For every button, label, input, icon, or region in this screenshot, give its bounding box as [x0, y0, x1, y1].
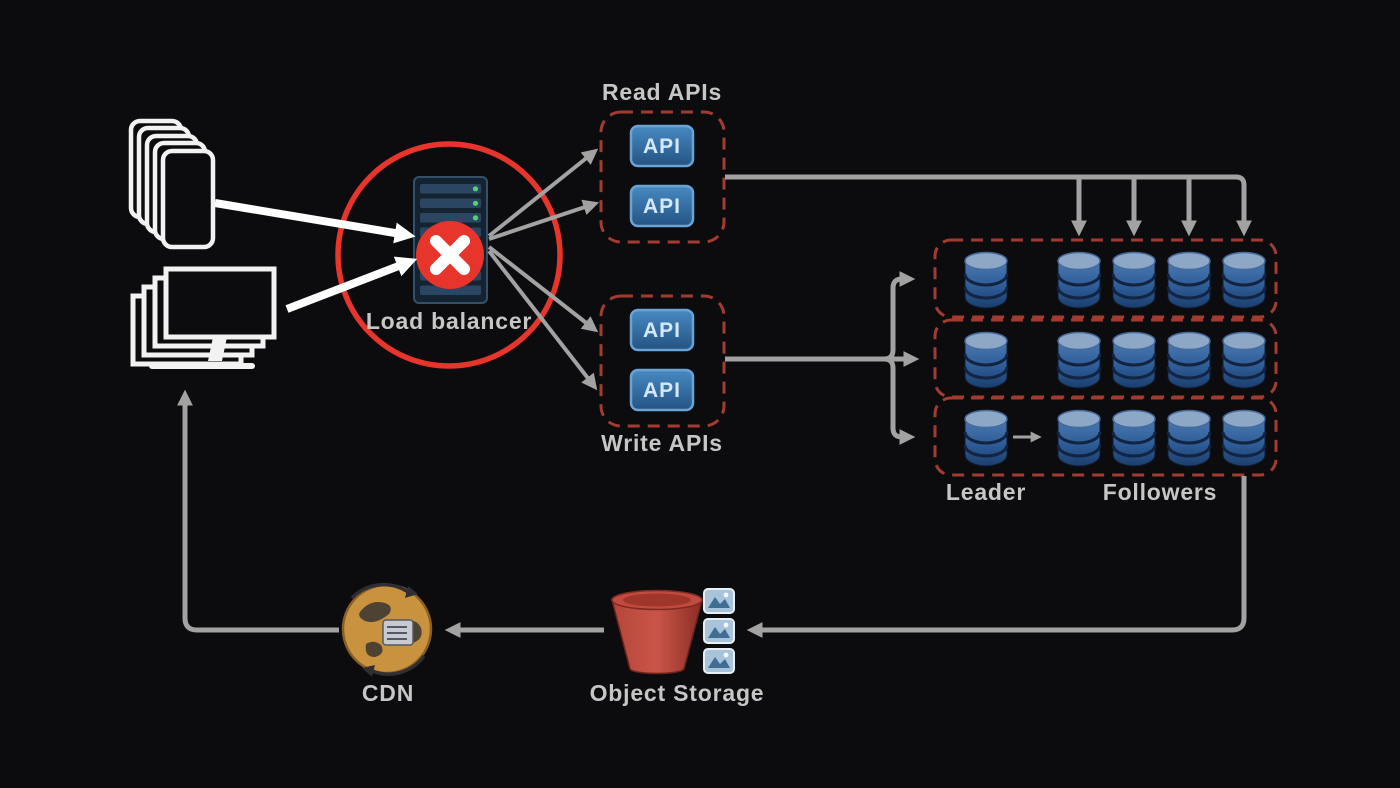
arrow-lb-to-write-api-2	[487, 249, 598, 391]
write-apis-label: Write APIs	[601, 430, 723, 456]
database-cylinder-icon	[963, 409, 1009, 467]
api-node: API	[629, 368, 695, 412]
database-cylinder-icon	[1111, 251, 1157, 309]
image-thumbnail-icon	[703, 618, 735, 644]
monitor-outline	[163, 266, 277, 340]
followers-label: Followers	[1103, 479, 1218, 505]
api-node: API	[629, 124, 695, 168]
write-api-group-border	[599, 294, 726, 428]
image-thumbnail-icon	[703, 648, 735, 674]
database-cylinder-icon	[1166, 409, 1212, 467]
replica-row-border	[933, 396, 1278, 477]
api-node-label: API	[643, 319, 681, 342]
read-api-group: Read APIs API API	[599, 79, 726, 244]
client-phones-icon	[128, 118, 216, 250]
api-node-label: API	[643, 135, 681, 158]
api-node: API	[629, 184, 695, 228]
arrow-write-apis-to-row1-leader	[883, 271, 916, 362]
client-monitors-icon	[130, 266, 277, 369]
replica-row-border	[933, 318, 1278, 399]
connectors	[177, 148, 1252, 638]
database-cylinder-icon	[1056, 409, 1102, 467]
arrow-databases-to-object-storage	[746, 476, 1247, 638]
arrow-phones-to-load-balancer	[214, 199, 416, 244]
database-cylinder-icon	[963, 251, 1009, 309]
arrow-cdn-to-clients	[177, 389, 339, 633]
write-api-group: API API Write APIs	[599, 294, 726, 456]
arrow-lb-to-read-api-2	[488, 199, 600, 241]
read-api-group-border	[599, 110, 726, 244]
database-cylinder-icon	[963, 331, 1009, 389]
object-storage-label: Object Storage	[590, 680, 765, 706]
failure-highlight-ring	[335, 141, 563, 369]
leader-label: Leader	[946, 479, 1026, 505]
phone-outline	[160, 148, 216, 250]
database-cylinder-icon	[1221, 251, 1267, 309]
load-balancer-node: Load balancer	[335, 141, 563, 369]
globe-cdn-icon	[341, 582, 433, 677]
load-balancer-label: Load balancer	[366, 308, 532, 334]
database-cluster: Leader Followers	[933, 238, 1278, 505]
image-thumbnail-icon	[703, 588, 735, 614]
cdn-label: CDN	[362, 680, 414, 706]
database-cylinder-icon	[1221, 331, 1267, 389]
database-cylinder-icon	[1221, 409, 1267, 467]
database-cylinder-icon	[1056, 251, 1102, 309]
object-storage-node: Object Storage	[590, 588, 765, 706]
error-x-icon	[416, 221, 484, 289]
read-apis-label: Read APIs	[602, 79, 722, 105]
database-cylinder-icon	[1056, 331, 1102, 389]
api-node: API	[629, 308, 695, 352]
arrow-read-apis-to-follower-4	[725, 174, 1252, 237]
api-node-label: API	[643, 379, 681, 402]
database-cylinder-icon	[1111, 331, 1157, 389]
arrow-lb-to-write-api-1	[487, 245, 599, 333]
database-cylinder-icon	[1166, 331, 1212, 389]
monitor-stand	[208, 337, 227, 361]
arrow-monitors-to-load-balancer	[285, 256, 418, 313]
api-node-label: API	[643, 195, 681, 218]
database-cylinder-icon	[1111, 409, 1157, 467]
replica-row-border	[933, 238, 1278, 319]
s3-bucket-icon	[610, 589, 704, 675]
database-cylinder-icon	[1166, 251, 1212, 309]
arrow-lb-to-read-api-1	[487, 148, 599, 238]
cdn-node: CDN	[341, 582, 433, 706]
arrow-write-apis-to-row3-leader	[883, 356, 916, 445]
